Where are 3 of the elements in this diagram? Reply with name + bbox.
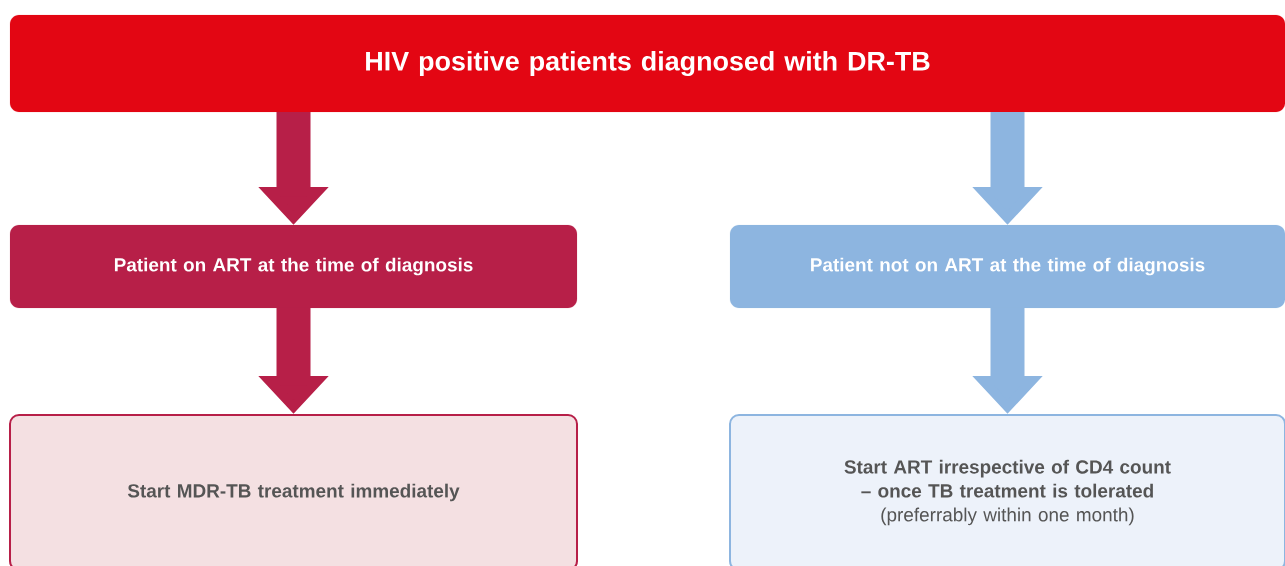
heading-box: HIV positive patients diagnosed with DR-TB [9,14,1285,113]
process-box: Start ART irrespective of CD4 count – once TB treatment is tolerated (preferrably within one month) [729,414,1285,566]
process-box: Start MDR-TB treatment immediately [9,414,578,566]
